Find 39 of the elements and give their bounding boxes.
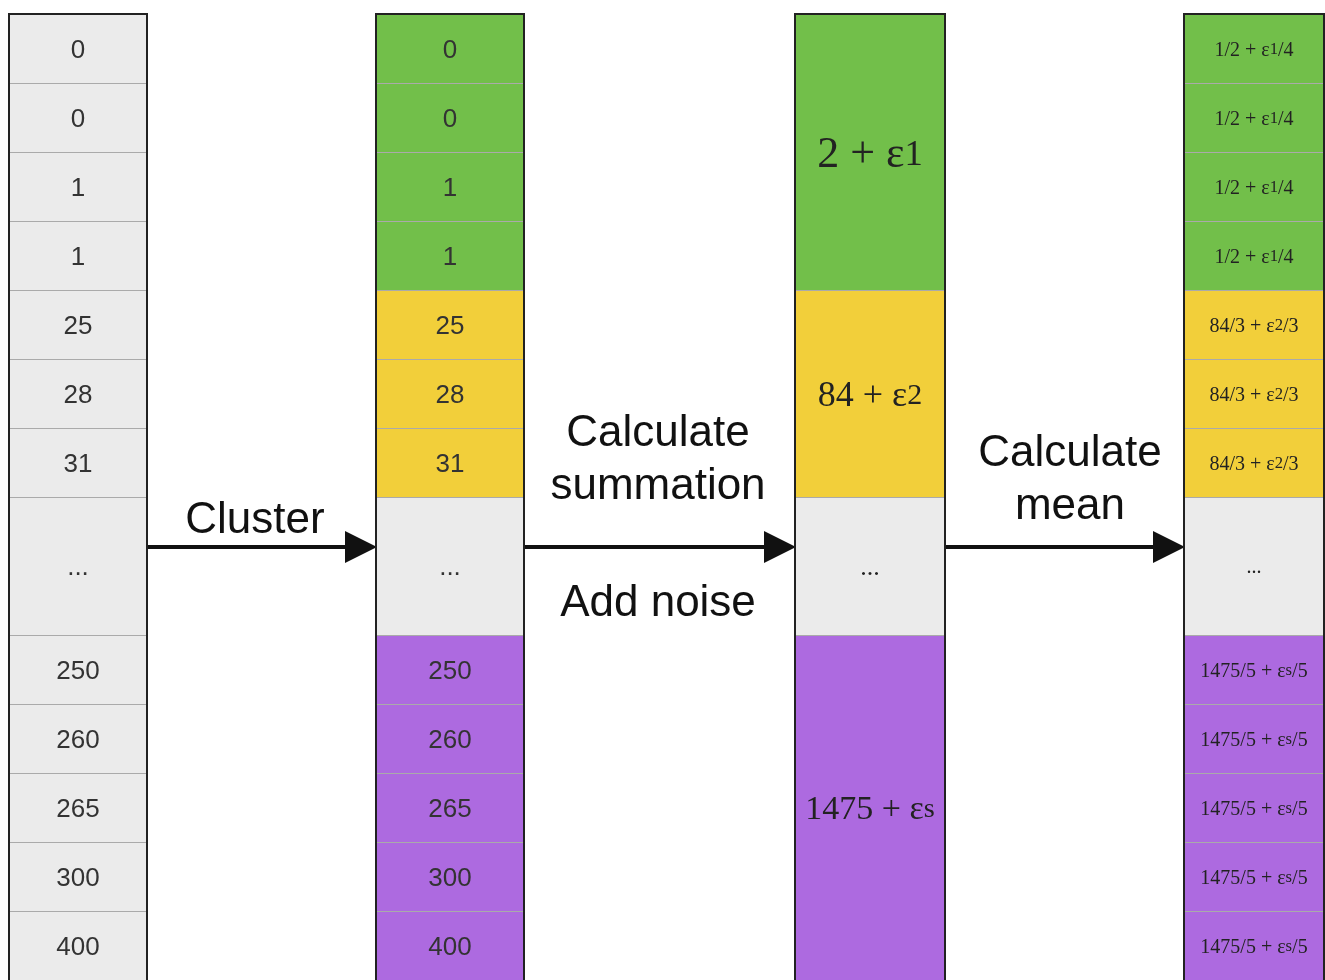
value-cell: 265	[377, 774, 523, 843]
value-cell: 250	[377, 636, 523, 705]
arrow	[525, 531, 796, 563]
value-cell: 31	[10, 429, 146, 498]
value-cell: 1	[10, 153, 146, 222]
value-cell: 1	[377, 222, 523, 291]
value-cell: 250	[10, 636, 146, 705]
value-cell: 400	[10, 912, 146, 980]
value-cell: 25	[377, 291, 523, 360]
value-cell: 300	[377, 843, 523, 912]
value-cell: 28	[377, 360, 523, 429]
value-cell: ...	[10, 498, 146, 636]
value-cell: 260	[377, 705, 523, 774]
value-cell: ...	[796, 498, 944, 636]
value-cell: 260	[10, 705, 146, 774]
value-cell: 0	[10, 15, 146, 84]
arrow	[946, 531, 1185, 563]
value-cell: 0	[377, 15, 523, 84]
edge-label: Calculate summation	[549, 405, 767, 510]
edge-label: Cluster	[184, 492, 326, 544]
value-cell: ...	[1185, 498, 1323, 636]
value-cell: 0	[377, 84, 523, 153]
step-note: Add noise	[559, 575, 757, 627]
value-column	[375, 13, 525, 980]
value-cell: 1	[10, 222, 146, 291]
edge-label: Calculate mean	[977, 425, 1163, 530]
value-column	[794, 13, 946, 980]
value-column	[8, 13, 148, 980]
value-cell: 31	[377, 429, 523, 498]
value-cell: 28	[10, 360, 146, 429]
value-cell: 1	[377, 153, 523, 222]
value-cell: ...	[377, 498, 523, 636]
value-column	[1183, 13, 1325, 980]
value-cell: 400	[377, 912, 523, 980]
value-cell: 25	[10, 291, 146, 360]
value-cell: 265	[10, 774, 146, 843]
value-cell: 0	[10, 84, 146, 153]
arrow	[148, 531, 377, 563]
value-cell: 300	[10, 843, 146, 912]
